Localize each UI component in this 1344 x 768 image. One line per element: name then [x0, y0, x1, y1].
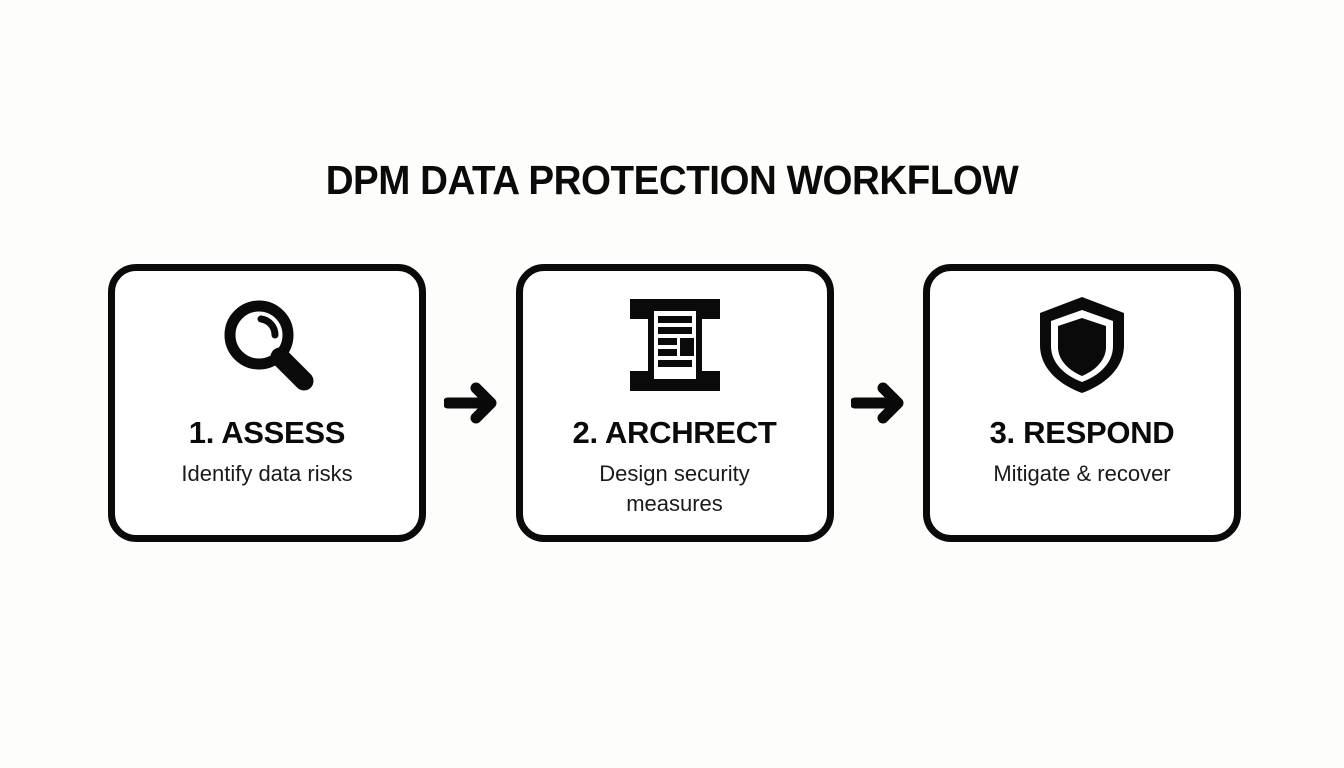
step-subtitle: Design security measures [599, 461, 750, 516]
step-heading: 2. ARCHRECT [572, 415, 777, 450]
workflow-flow: 1. ASSESS Identify data risks [108, 264, 1241, 542]
step-card-assess[interactable]: 1. ASSESS Identify data risks [108, 264, 426, 542]
page-title: DPM DATA PROTECTION WORKFLOW [325, 157, 1019, 203]
step-card-respond[interactable]: 3. RESPOND Mitigate & recover [923, 264, 1241, 542]
arrow-right-icon-1 [443, 380, 499, 426]
step-heading: 1. ASSESS [188, 415, 346, 450]
step-subtitle: Identify data risks [181, 461, 353, 486]
step-subtitle: Mitigate & recover [993, 461, 1171, 486]
shield-icon [1032, 285, 1132, 405]
arrow-right-icon-2 [850, 380, 906, 426]
step-heading: 3. RESPOND [989, 415, 1175, 450]
step-card-archrect[interactable]: 2. ARCHRECT Design security measures [515, 264, 834, 542]
scroll-document-icon [620, 285, 730, 405]
magnifying-glass-icon [215, 285, 319, 405]
